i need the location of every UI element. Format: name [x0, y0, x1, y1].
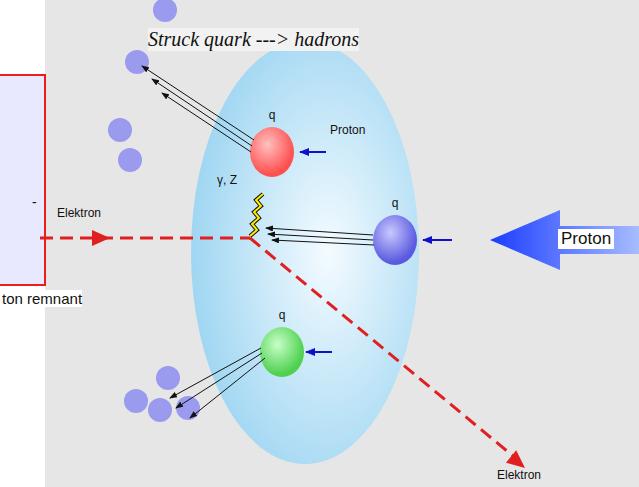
quark-circle: q [258, 297, 306, 377]
quark-label: q [269, 108, 276, 122]
quark-circle: q [248, 97, 296, 177]
boson-label: γ, Z [217, 173, 237, 187]
text-holder: q [279, 305, 286, 323]
particle-label: Elektron [57, 206, 101, 220]
text-holder: q [392, 193, 399, 211]
proton-ellipse: Proton q q q [190, 40, 420, 465]
text-holder: Elektron [57, 203, 101, 221]
proton-beam-arrow [490, 210, 639, 270]
cut-off-box [0, 75, 45, 285]
remnant-label: ton remnant [2, 290, 82, 307]
quark-circle: q [371, 185, 419, 265]
beam-label: Proton [558, 229, 614, 249]
text-holder: q [269, 105, 276, 123]
text-holder: Proton [330, 120, 365, 138]
hadron-dots [108, 0, 200, 422]
text-holder: Proton [558, 229, 614, 249]
text-holder: - [32, 193, 37, 211]
quark-label: q [279, 308, 286, 322]
quark-label: q [392, 196, 399, 210]
text-holder: Struck quark ---> hadrons [148, 28, 359, 51]
cut-off-text: - [32, 194, 37, 210]
particle-label: Elektron [497, 468, 541, 482]
text-holder: ton remnant [2, 290, 82, 308]
hadron-note: Struck quark ---> hadrons [148, 28, 359, 51]
ellipse-outline [190, 40, 420, 465]
text-holder: Elektron [497, 465, 541, 483]
node-title: Proton [330, 123, 365, 137]
text-holder: γ, Z [217, 170, 237, 188]
